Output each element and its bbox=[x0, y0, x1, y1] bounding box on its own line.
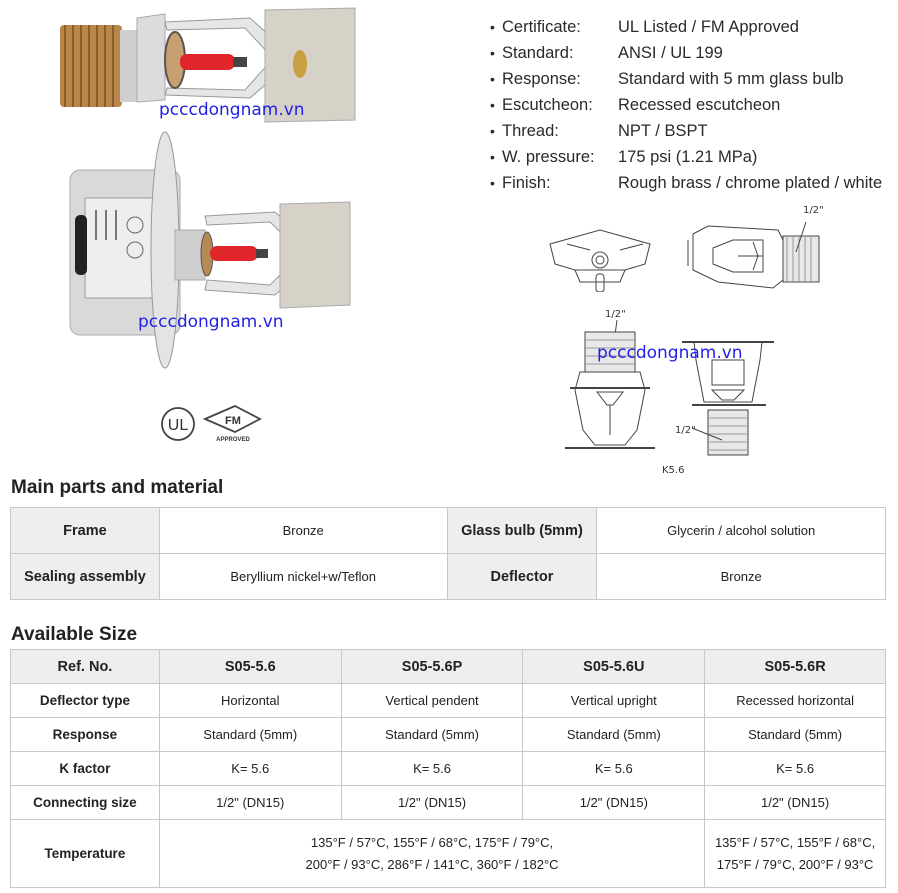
spec-value: UL Listed / FM Approved bbox=[618, 17, 799, 36]
spec-value: Standard with 5 mm glass bulb bbox=[618, 69, 844, 88]
svg-text:APPROVED: APPROVED bbox=[216, 437, 250, 443]
watermark-text: pcccdongnam.vn bbox=[597, 343, 743, 363]
part-material: Glycerin / alcohol solution bbox=[596, 507, 886, 554]
part-label: Frame bbox=[10, 507, 160, 554]
table-header-row: Ref. No. S05-5.6 S05-5.6P S05-5.6U S05-5… bbox=[10, 649, 886, 684]
spec-value: ANSI / UL 199 bbox=[618, 43, 723, 62]
drawing-deflector-front bbox=[545, 222, 665, 293]
table-cell: Standard (5mm) bbox=[340, 717, 524, 752]
column-header: S05-5.6R bbox=[704, 649, 886, 684]
row-label: Temperature bbox=[10, 819, 160, 888]
table-cell: Recessed horizontal bbox=[704, 683, 886, 718]
part-material: Bronze bbox=[596, 553, 886, 600]
svg-text:FM: FM bbox=[225, 415, 241, 427]
column-header: S05-5.6U bbox=[522, 649, 706, 684]
table-cell: K= 5.6 bbox=[704, 751, 886, 786]
watermark-text: pcccdongnam.vn bbox=[138, 312, 284, 332]
temperature-cell-recessed: 135°F / 57°C, 155°F / 68°C, 175°F / 79°C… bbox=[704, 819, 886, 888]
table-row-temperature: Temperature 135°F / 57°C, 155°F / 68°C, … bbox=[10, 819, 886, 888]
drawing-label-k-factor: K5.6 bbox=[662, 465, 685, 476]
svg-text:UL: UL bbox=[168, 417, 189, 434]
spec-key: Standard: bbox=[502, 43, 574, 62]
spec-escutcheon: •Escutcheon:Recessed escutcheon bbox=[490, 95, 781, 114]
spec-certificate: •Certificate:UL Listed / FM Approved bbox=[490, 17, 799, 36]
main-parts-table: Frame Bronze Glass bulb (5mm) Glycerin /… bbox=[10, 507, 886, 600]
spec-key: Finish: bbox=[502, 173, 551, 192]
part-label: Glass bulb (5mm) bbox=[446, 507, 598, 554]
part-material: Beryllium nickel+w/Teflon bbox=[158, 553, 448, 600]
drawing-label-half-inch: 1/2" bbox=[675, 425, 696, 436]
spec-value: Recessed escutcheon bbox=[618, 95, 781, 114]
row-label: Deflector type bbox=[10, 683, 160, 718]
spec-key: W. pressure: bbox=[502, 147, 595, 166]
row-label: Connecting size bbox=[10, 785, 160, 820]
table-row: K factor K= 5.6 K= 5.6 K= 5.6 K= 5.6 bbox=[10, 751, 886, 786]
table-cell: Standard (5mm) bbox=[158, 717, 342, 752]
table-cell: Vertical upright bbox=[522, 683, 706, 718]
table-row: Connecting size 1/2" (DN15) 1/2" (DN15) … bbox=[10, 785, 886, 820]
drawing-upright bbox=[682, 330, 782, 460]
table-cell: Horizontal bbox=[158, 683, 342, 718]
spec-standard: •Standard:ANSI / UL 199 bbox=[490, 43, 723, 62]
table-row: Deflector type Horizontal Vertical pende… bbox=[10, 683, 886, 718]
part-label: Deflector bbox=[446, 553, 598, 600]
spec-response: •Response:Standard with 5 mm glass bulb bbox=[490, 69, 844, 88]
table-cell: 1/2" (DN15) bbox=[158, 785, 342, 820]
certification-logos: UL FM APPROVED bbox=[160, 402, 270, 447]
available-size-table: Ref. No. S05-5.6 S05-5.6P S05-5.6U S05-5… bbox=[10, 649, 886, 888]
table-cell: Vertical pendent bbox=[340, 683, 524, 718]
spec-key: Escutcheon: bbox=[502, 95, 593, 114]
temperature-cell-merged: 135°F / 57°C, 155°F / 68°C, 175°F / 79°C… bbox=[158, 819, 706, 888]
drawing-sprinkler-side bbox=[683, 221, 823, 292]
ul-logo-icon: UL bbox=[161, 407, 195, 441]
part-label: Sealing assembly bbox=[10, 553, 160, 600]
table-cell: 1/2" (DN15) bbox=[704, 785, 886, 820]
table-cell: 1/2" (DN15) bbox=[522, 785, 706, 820]
table-row: Response Standard (5mm) Standard (5mm) S… bbox=[10, 717, 886, 752]
spec-key: Response: bbox=[502, 69, 581, 88]
spec-key: Certificate: bbox=[502, 17, 581, 36]
spec-list: •Certificate:UL Listed / FM Approved •St… bbox=[490, 14, 882, 196]
row-label: Response bbox=[10, 717, 160, 752]
column-header: S05-5.6 bbox=[158, 649, 342, 684]
spec-value: NPT / BSPT bbox=[618, 121, 708, 140]
table-cell: Standard (5mm) bbox=[522, 717, 706, 752]
spec-value: 175 psi (1.21 MPa) bbox=[618, 147, 758, 166]
table-cell: K= 5.6 bbox=[158, 751, 342, 786]
sprinkler-photo-recessed bbox=[60, 130, 360, 390]
table-row: Sealing assembly Beryllium nickel+w/Tefl… bbox=[10, 553, 886, 600]
main-parts-title: Main parts and material bbox=[11, 477, 224, 498]
available-size-title: Available Size bbox=[11, 624, 138, 645]
drawing-label-half-inch: 1/2" bbox=[803, 205, 824, 216]
table-cell: 1/2" (DN15) bbox=[340, 785, 524, 820]
spec-key: Thread: bbox=[502, 121, 559, 140]
column-header: Ref. No. bbox=[10, 649, 160, 684]
spec-working-pressure: •W. pressure:175 psi (1.21 MPa) bbox=[490, 147, 758, 166]
spec-finish: •Finish:Rough brass / chrome plated / wh… bbox=[490, 173, 883, 192]
table-cell: Standard (5mm) bbox=[704, 717, 886, 752]
spec-thread: •Thread:NPT / BSPT bbox=[490, 121, 708, 140]
table-cell: K= 5.6 bbox=[340, 751, 524, 786]
sprinkler-photo-top bbox=[55, 0, 365, 130]
column-header: S05-5.6P bbox=[340, 649, 524, 684]
table-cell: K= 5.6 bbox=[522, 751, 706, 786]
spec-value: Rough brass / chrome plated / white bbox=[618, 173, 883, 192]
part-material: Bronze bbox=[158, 507, 448, 554]
drawing-label-half-inch: 1/2" bbox=[605, 309, 626, 320]
fm-approved-logo-icon: FM APPROVED bbox=[202, 405, 262, 443]
table-row: Frame Bronze Glass bulb (5mm) Glycerin /… bbox=[10, 507, 886, 554]
row-label: K factor bbox=[10, 751, 160, 786]
drawing-pendent bbox=[565, 319, 665, 460]
watermark-text: pcccdongnam.vn bbox=[159, 100, 305, 120]
